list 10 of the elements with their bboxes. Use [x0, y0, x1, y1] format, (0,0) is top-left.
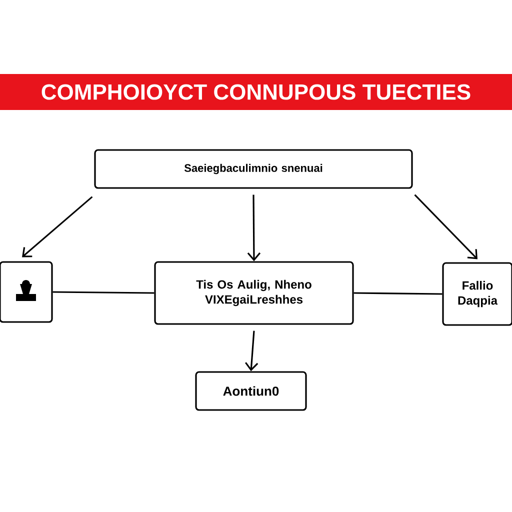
- process-box: Fallio Daqpia: [442, 262, 512, 326]
- arrow: [247, 194, 261, 262]
- arrow: [244, 330, 258, 372]
- process-box: Aontiun0: [195, 371, 307, 411]
- process-box: Tis Os Aulig, Nheno VIXEgaiLreshhes: [154, 261, 354, 325]
- arrow: [22, 196, 93, 258]
- title-banner: COMPHOIOYCT CONNUPOUS TUECTIES: [0, 74, 512, 110]
- arrow: [414, 194, 478, 260]
- process-box: Saeiegbaculimnio snenuai: [94, 149, 413, 189]
- icon-box: [0, 261, 53, 323]
